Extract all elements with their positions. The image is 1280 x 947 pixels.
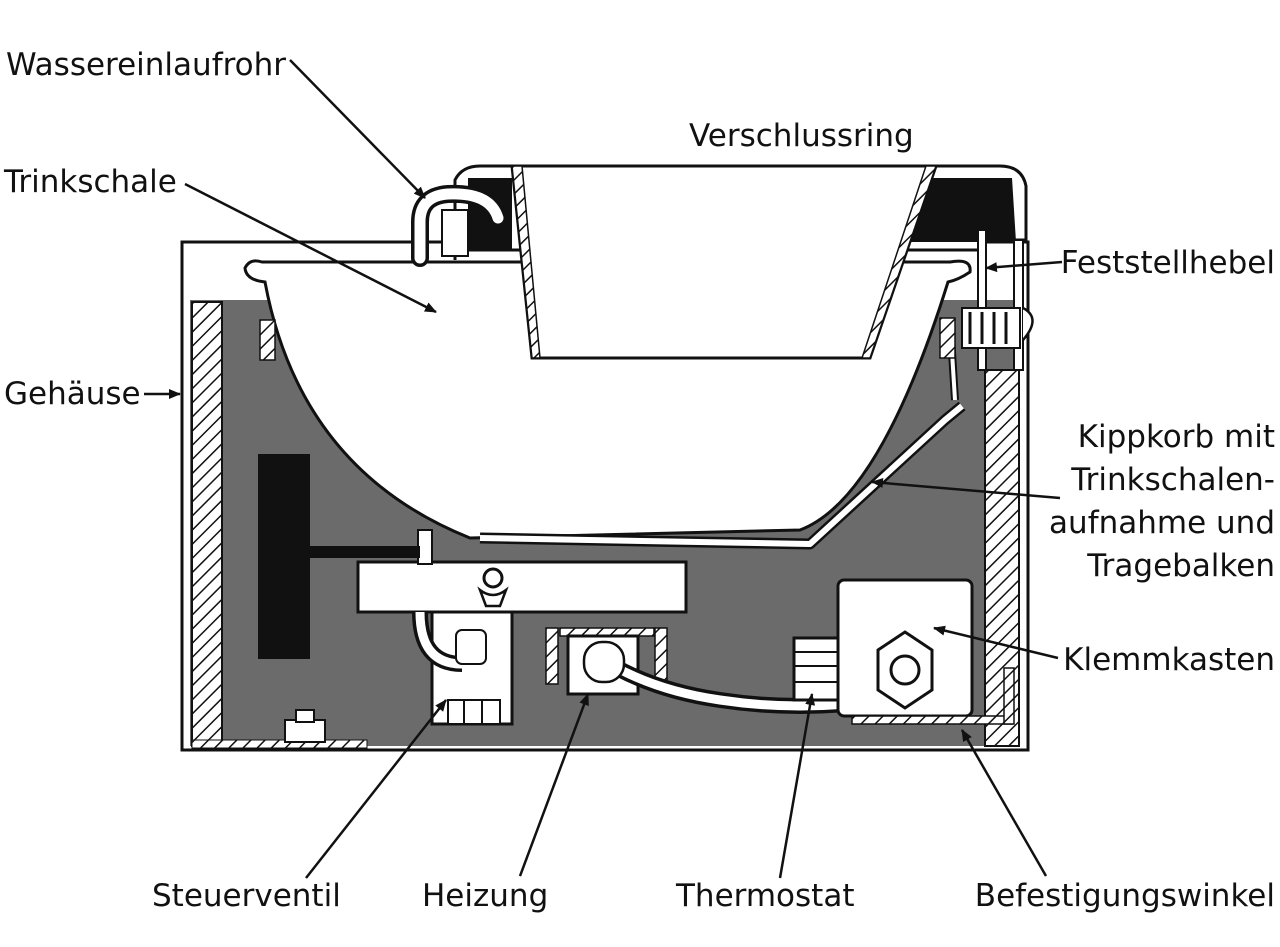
label-trinkschale: Trinkschale <box>3 164 177 200</box>
control-valve <box>412 610 514 726</box>
label-klemmkasten: Klemmkasten <box>1063 642 1275 678</box>
label-wassereinlaufrohr: Wassereinlaufrohr <box>6 47 286 83</box>
leader-befestigungswinkel <box>960 729 1048 877</box>
water-inlet-pipe <box>411 184 507 267</box>
leader-feststellhebel <box>985 260 1063 273</box>
label-feststellhebel: Feststellhebel <box>1061 245 1275 281</box>
terminal-box <box>836 578 974 718</box>
leader-lines <box>144 59 1063 879</box>
floor-bolt <box>284 719 326 743</box>
label-verschlussring: Verschlussring <box>689 118 914 154</box>
housing-wall-left <box>191 301 223 747</box>
leader-trinkschale <box>184 182 437 314</box>
inner-funnel <box>510 164 939 360</box>
label-kippkorb-line-2: Trinkschalen- <box>1070 462 1275 498</box>
label-kippkorb-line-1: Kippkorb mit <box>1078 419 1275 455</box>
labels: Wassereinlaufrohr Verschlussring Trinksc… <box>3 47 1275 914</box>
locking-lever <box>961 229 1034 371</box>
leader-heizung <box>518 693 590 877</box>
mounting-bracket <box>851 667 1015 725</box>
label-kippkorb-line-3: aufnahme und <box>1049 505 1275 541</box>
carrying-beam <box>356 560 688 614</box>
label-kippkorb-line-4: Tragebalken <box>1086 548 1275 584</box>
label-thermostat: Thermostat <box>675 878 854 914</box>
label-steuerventil: Steuerventil <box>152 878 341 914</box>
leader-klemmkasten <box>933 625 1059 660</box>
counterweight <box>258 454 420 659</box>
leader-wassereinlaufrohr <box>289 59 426 199</box>
label-befestigungswinkel: Befestigungswinkel <box>975 878 1275 914</box>
housing-floor-strip <box>191 739 368 749</box>
leader-thermostat <box>778 693 816 879</box>
label-heizung: Heizung <box>422 878 548 914</box>
leader-kippkorb <box>871 477 1061 500</box>
label-gehaeuse: Gehäuse <box>4 376 141 412</box>
heater <box>545 627 888 714</box>
thermostat <box>792 636 840 702</box>
leader-steuerventil <box>305 699 447 879</box>
